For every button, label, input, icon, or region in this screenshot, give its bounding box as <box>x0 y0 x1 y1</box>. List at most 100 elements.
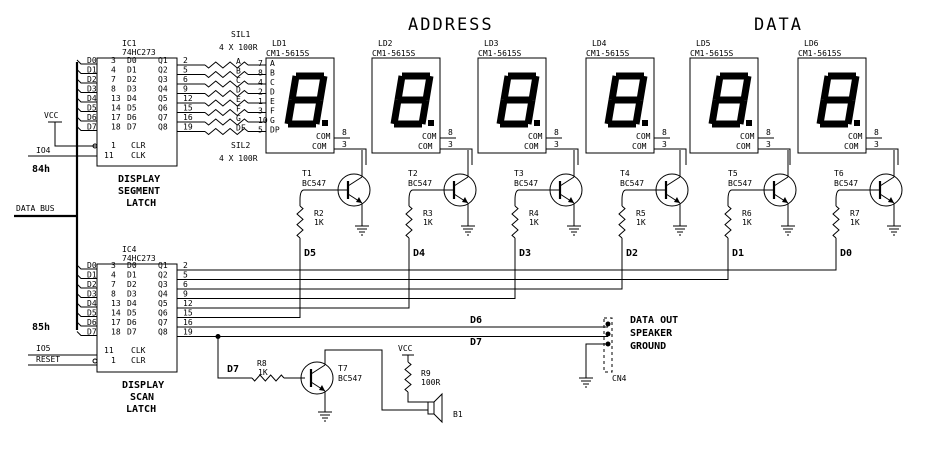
ic4-pin-name: D4 <box>87 299 97 308</box>
sil-letter: B <box>236 67 241 76</box>
ic4-pin-line <box>76 293 97 298</box>
ic1-pin-num: 8 <box>111 85 116 94</box>
ic1-inside-name: D3 <box>127 85 137 94</box>
speaker-d7-wire <box>217 336 252 379</box>
base-wire <box>621 189 666 206</box>
data-line-label: D5 <box>304 248 316 259</box>
ic1-inside-name: D2 <box>127 75 137 84</box>
segment-dp <box>428 120 434 126</box>
segment-letter: DP <box>270 126 280 135</box>
display-body <box>585 57 655 154</box>
t7-ref: T7 <box>338 364 348 373</box>
display-part: CM1-5615S <box>798 49 842 58</box>
base-resistor <box>724 205 732 239</box>
base-wire <box>408 189 454 206</box>
segment-e <box>816 99 828 125</box>
display-com-pin-a: 8 <box>662 128 667 137</box>
base-wire <box>514 189 560 206</box>
sil-pin-num: 5 <box>258 126 263 135</box>
resistor-value: 1K <box>314 218 324 227</box>
speaker-cone-icon <box>433 392 443 424</box>
sil-resistor <box>204 80 249 88</box>
transistor-t2-emitter-arrow <box>462 197 468 203</box>
ic1-pin-num: 4 <box>111 66 116 75</box>
segment-f <box>608 75 620 101</box>
cn4-ground-label: GROUND <box>630 341 666 352</box>
display-com-label-2: COM <box>312 142 327 151</box>
ic4-inside-name: D2 <box>127 280 137 289</box>
sil-resistor <box>204 127 249 136</box>
segment-e <box>496 99 508 125</box>
base-wire <box>835 189 880 206</box>
ic4-out-num: 15 <box>183 309 193 318</box>
transistor-t7-emitter-arrow <box>319 385 325 391</box>
transistor-type: BC547 <box>302 179 326 188</box>
t7-type: BC547 <box>338 374 362 383</box>
display-part: CM1-5615S <box>690 49 734 58</box>
display-com-pin-b: 3 <box>448 140 453 149</box>
display-com-label-2: COM <box>524 142 539 151</box>
ic1-clr-num: 1 <box>111 141 116 150</box>
ic1-out-num: 19 <box>183 123 193 132</box>
ic4-pin-num: 14 <box>111 309 121 318</box>
segment-letter: E <box>270 97 275 106</box>
transistor-t2-collector <box>453 176 469 187</box>
cn4-speaker-label: SPEAKER <box>630 328 673 339</box>
segment-e <box>390 99 402 125</box>
sil1-ref: SIL1 <box>231 30 250 39</box>
transistor-ref: T4 <box>620 169 630 178</box>
ic4-out-name: Q6 <box>158 309 168 318</box>
transistor-ref: T6 <box>834 169 844 178</box>
ic1-pin-name: D6 <box>87 113 97 122</box>
transistor-t1-emitter-arrow <box>356 197 362 203</box>
ic1-pin-num: 17 <box>111 113 121 122</box>
base-resistor <box>296 205 304 239</box>
display-body <box>371 57 441 154</box>
speaker-collector-wire <box>324 349 428 411</box>
sil-letter: G <box>236 114 241 123</box>
ic1-out-num: 9 <box>183 85 188 94</box>
scan-line <box>177 238 516 299</box>
resistor-ref: R7 <box>850 209 860 218</box>
ic1-out-num: 15 <box>183 104 193 113</box>
ic1-out-num: 5 <box>183 66 188 75</box>
ic1-pin-name: D5 <box>87 104 97 113</box>
ic1-clk-num: 11 <box>104 151 114 160</box>
ic4-pin-num: 13 <box>111 299 121 308</box>
ic4-label-line3: LATCH <box>126 404 156 415</box>
display-ref: LD5 <box>696 39 711 48</box>
display-body <box>797 57 867 154</box>
address-heading: ADDRESS <box>408 15 494 35</box>
ic4-out-name: Q1 <box>158 261 168 270</box>
ic1-pin-line <box>76 88 97 93</box>
display-ref: LD2 <box>378 39 393 48</box>
display-part: CM1-5615S <box>586 49 630 58</box>
sil-letter: DF <box>236 124 246 133</box>
transistor-t5-emitter-arrow <box>782 197 788 203</box>
display-com-label-2: COM <box>418 142 433 151</box>
sil-letter: A <box>236 57 241 66</box>
segment-f <box>820 75 832 101</box>
data-line-label: D4 <box>413 248 425 259</box>
segment-dp <box>322 120 328 126</box>
sil1-value: 4 X 100R <box>219 43 258 52</box>
ic4-label-line2: SCAN <box>130 392 154 403</box>
data-bus-label: DATA BUS <box>16 204 55 213</box>
d7-line-label: D7 <box>470 337 482 348</box>
ground-icon <box>461 225 475 236</box>
ic1-out-num: 16 <box>183 113 193 122</box>
ic1-io-label: IO4 <box>36 146 51 155</box>
ic1-out-name: Q8 <box>158 123 168 132</box>
speaker-d7-label: D7 <box>227 364 239 375</box>
ic1-out-num: 2 <box>183 56 188 65</box>
resistor-value: 1K <box>423 218 433 227</box>
ic1-address: 84h <box>32 164 50 175</box>
ic4-pin-line <box>76 283 97 289</box>
base-wire <box>727 189 774 206</box>
display-com-label-2: COM <box>844 142 859 151</box>
ic4-inside-name: D5 <box>127 309 137 318</box>
ground-icon <box>579 377 593 388</box>
display-com-wire <box>546 137 579 165</box>
ic4-pin-line <box>76 331 97 336</box>
ic4-pin-line <box>76 264 97 270</box>
